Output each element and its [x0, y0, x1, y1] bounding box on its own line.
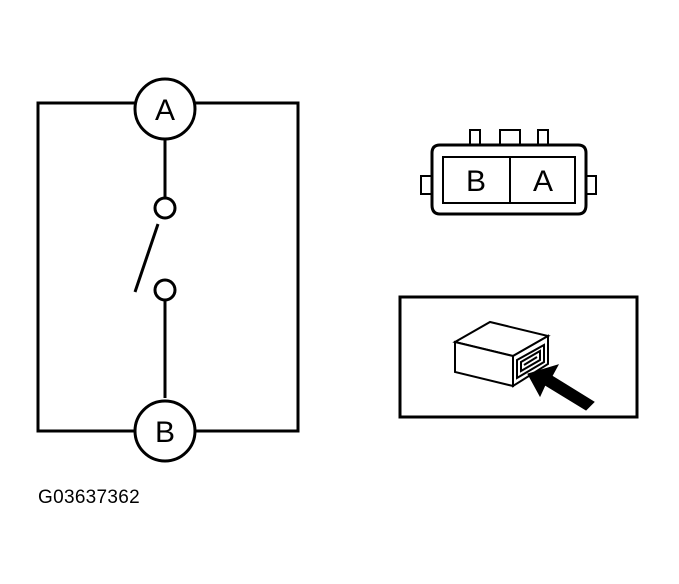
- switch-schematic: A B: [36, 77, 300, 463]
- component-inset: [398, 295, 639, 419]
- locator-arrow: [527, 364, 595, 411]
- terminal-a-label: A: [155, 94, 175, 127]
- figure-id: G03637362: [38, 487, 141, 508]
- connector-pin-b-label: B: [466, 165, 486, 198]
- contact-upper: [153, 196, 177, 220]
- switch-body-icon: [452, 320, 551, 388]
- connector-pin-a-label: A: [533, 165, 553, 198]
- connector-face: B A: [420, 129, 597, 216]
- inset-frame: [398, 295, 639, 419]
- contact-lower: [153, 278, 177, 302]
- circuit-loop: [36, 101, 300, 433]
- terminal-b-label: B: [155, 416, 175, 449]
- terminal-a: A: [133, 77, 197, 141]
- terminal-b: B: [133, 399, 197, 463]
- switch-blade: [133, 223, 160, 293]
